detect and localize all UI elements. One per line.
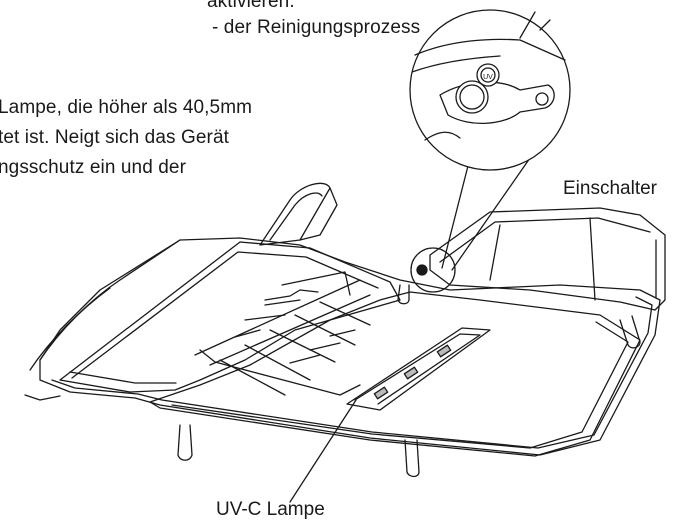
grill-grid [194, 271, 371, 396]
instruction-line-4: tet ist. Neigt sich das Gerät [0, 127, 229, 148]
instruction-line-3: Lampe, die höher als 40,5mm [0, 97, 253, 118]
uvc-leader-line [289, 399, 357, 503]
switch-detail-magnifier [409, 9, 571, 171]
uvc-lamp-label: UV-C Lampe [216, 499, 325, 520]
uvc-lamp-window [346, 327, 491, 411]
rear-handle [259, 182, 338, 246]
instruction-line-5: ngsschutz ein und der [0, 157, 186, 178]
base-plate [24, 237, 661, 457]
detail-leader-left [441, 157, 471, 269]
instruction-line-1: aktivieren. [207, 0, 295, 12]
switch-callout-circle [410, 247, 456, 293]
device-feet [177, 284, 641, 478]
motor-housing [429, 207, 666, 311]
uv-badge-text: UV [483, 74, 493, 81]
power-switch-label: Einschalter [563, 178, 657, 199]
instruction-line-2: - der Reinigungsprozess [212, 17, 421, 38]
detail-leader-right [451, 157, 531, 271]
switch-knob [416, 264, 428, 276]
